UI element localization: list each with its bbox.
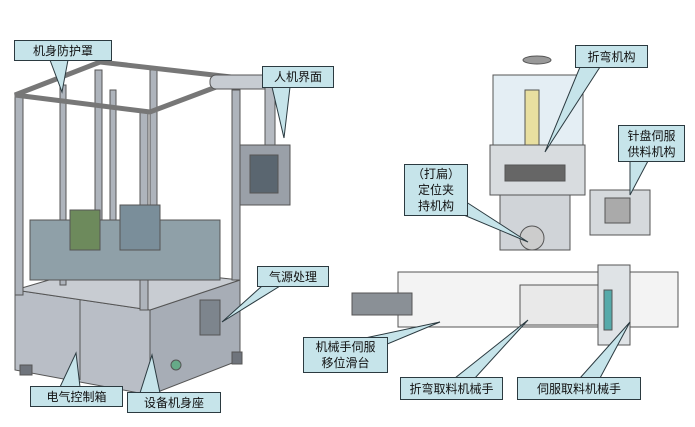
feeder-line-1: 针盘伺服 <box>627 128 676 143</box>
slide-line-2: 移位滑台 <box>321 356 370 370</box>
callout-machine-base: 设备机身座 <box>127 392 221 413</box>
clamp-line-1: （打扁） <box>411 167 460 181</box>
callout-guard: 机身防护罩 <box>14 40 112 61</box>
callout-air-treatment: 气源处理 <box>257 266 329 287</box>
callout-electric-cabinet: 电气控制箱 <box>30 386 123 407</box>
slide-line-1: 机械手伺服 <box>315 340 376 354</box>
callout-bend-pick-robot: 折弯取料机械手 <box>400 377 503 400</box>
callout-clamp: （打扁） 定位夹 持机构 <box>404 164 468 216</box>
callout-bending: 折弯机构 <box>575 45 648 68</box>
right-layout <box>351 55 679 346</box>
callout-servo-slide: 机械手伺服 移位滑台 <box>303 337 388 373</box>
clamp-line-2: 定位夹 <box>417 183 454 197</box>
callout-servo-pick-robot: 伺服取料机械手 <box>517 377 641 400</box>
callout-hmi: 人机界面 <box>262 66 334 88</box>
feeder-line-2: 供料机构 <box>627 144 676 159</box>
clamp-line-3: 持机构 <box>417 199 454 213</box>
left-machine <box>14 59 291 408</box>
callout-feeder: 针盘伺服 供料机构 <box>618 125 685 162</box>
